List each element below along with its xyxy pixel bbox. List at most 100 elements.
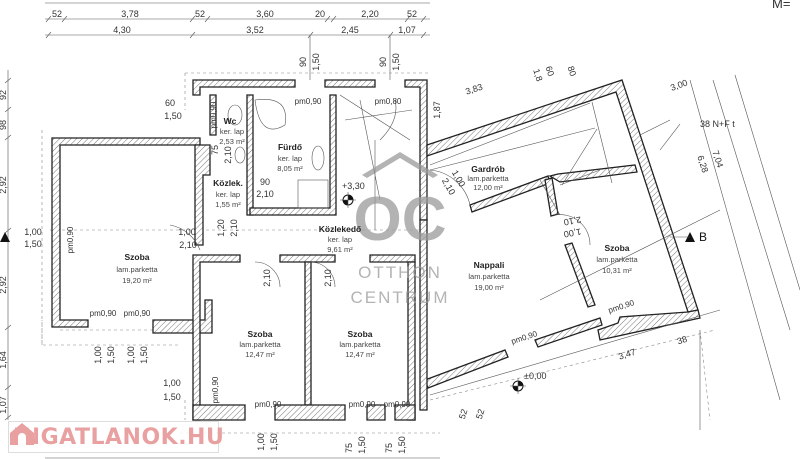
dim-label: 90 xyxy=(298,57,308,67)
door-mark: 60 xyxy=(165,98,175,108)
dim-label: 1,00 xyxy=(24,227,42,237)
dim-label: 3,83 xyxy=(464,82,484,97)
room-floor: lam.parketta xyxy=(596,255,638,264)
dim-label: 52 xyxy=(474,408,487,421)
dim-label: 1,50 xyxy=(391,53,401,71)
dim-label: 1,00 xyxy=(93,346,103,364)
room-area: 12,47 m² xyxy=(245,350,275,359)
opening-label: pm0,90 xyxy=(349,400,376,409)
dim-label: 6,28 xyxy=(695,154,710,174)
door-mark: 1,00 xyxy=(178,227,196,237)
room-floor: ker. lap xyxy=(278,154,302,163)
watermark-line1: OTTHON xyxy=(358,263,442,282)
dim-label: 1,50 xyxy=(24,239,42,249)
dim-label: 20 xyxy=(315,9,325,19)
dim-label: 3,00 xyxy=(669,77,689,92)
room-floor: lam.parketta xyxy=(239,340,281,349)
dim-label: 1,00 xyxy=(256,433,266,451)
room-name: Fürdő xyxy=(278,142,302,152)
dim-label: 75 xyxy=(344,443,354,453)
dim-label: 1,64 xyxy=(0,351,8,369)
opening-label: pm0,90 xyxy=(510,329,539,346)
door-mark: 75 xyxy=(210,145,220,155)
dim-label: 80 xyxy=(566,65,579,78)
room-floor: ker. lap xyxy=(328,235,352,244)
dim-label: 7,04 xyxy=(710,149,725,169)
bottom-dimensions: 1,00 1,50 1,00 1,50 1,00 1,50 1,00 1,50 … xyxy=(93,346,407,454)
dim-label: 52 xyxy=(195,9,205,19)
dim-label: 60 xyxy=(544,65,557,78)
dim-label: 3,52 xyxy=(246,25,264,35)
ingatlanok-badge: INGATLANOK.HU xyxy=(8,421,224,453)
room-area: 12,00 m² xyxy=(473,183,503,192)
room-name: Közlek. xyxy=(213,178,243,188)
room-area: 1,55 m² xyxy=(215,200,241,209)
opening-label: pm0,90 xyxy=(295,97,322,106)
top-dimensions: 52 3,78 52 3,60 20 2,20 52 4,30 3,52 2,4… xyxy=(52,9,417,71)
dim-label: 75 xyxy=(384,443,394,453)
room-name: Nappali xyxy=(474,260,505,270)
room-area: 19,20 m² xyxy=(122,276,152,285)
dim-label: 3,47 xyxy=(617,347,637,362)
opening-label: pm0,90 xyxy=(607,298,636,315)
dim-label: 1,50 xyxy=(311,53,321,71)
walls xyxy=(51,79,701,421)
room-area: 2,53 m² xyxy=(219,137,245,146)
room-area: 19,00 m² xyxy=(474,283,504,292)
door-mark: 2,10 xyxy=(323,269,333,287)
dim-label: 1,50 xyxy=(106,346,116,364)
right-dimensions: 3,83 1,87 3,00 6,28 7,04 1,8 60 80 3,47 … xyxy=(432,65,725,421)
room-name: Szoba xyxy=(124,252,149,262)
level-ground-label: ±0,00 xyxy=(524,371,546,381)
room-name: Közlekedő xyxy=(319,224,362,234)
dim-label: 2,45 xyxy=(341,25,359,35)
dim-label: 1,00 xyxy=(163,378,181,388)
door-mark: 1,50 xyxy=(164,111,182,121)
level-marker-ground-icon xyxy=(510,378,526,394)
fixtures xyxy=(169,74,800,430)
opening-label: pm0,90 xyxy=(66,226,75,253)
door-mark: 1,20 xyxy=(216,219,226,237)
section-marker-left xyxy=(0,232,10,242)
dim-label: 3,78 xyxy=(121,9,139,19)
level-marker-upper-icon xyxy=(340,192,356,208)
dimension-lines xyxy=(4,2,440,459)
door-mark: 1,00 xyxy=(563,227,582,240)
dim-label: 52 xyxy=(407,9,417,19)
dim-label: 1,07 xyxy=(0,396,8,414)
dim-label: 1,50 xyxy=(139,346,149,364)
room-floor: lam.parketta xyxy=(467,174,509,183)
room-area: 10,31 m² xyxy=(602,266,632,275)
dim-label: 90 xyxy=(378,57,388,67)
opening-label: pm0,90 xyxy=(124,309,151,318)
room-name: Wc xyxy=(224,116,237,126)
door-mark: 2,10 xyxy=(262,269,272,287)
site-badge-text: INGATLANOK.HU xyxy=(13,424,225,450)
room-area: 12,47 m² xyxy=(345,350,375,359)
door-mark: 2,10 xyxy=(229,219,239,237)
dim-label: 1,8 xyxy=(531,68,544,83)
room-szoba-1: Szoba lam.parketta 19,20 m² xyxy=(116,252,158,285)
otthon-centrum-watermark: OC OTTHON CENTRUM xyxy=(351,152,448,307)
opening-label: pm0,90 xyxy=(90,309,117,318)
room-name: Szoba xyxy=(604,243,629,253)
dim-label: 4,30 xyxy=(113,25,131,35)
dim-label: 1,00 xyxy=(126,346,136,364)
room-area: 9,61 m² xyxy=(327,245,353,254)
opening-label: pm0,80 xyxy=(375,97,402,106)
roof-note: 38 N+F t xyxy=(700,119,735,129)
dim-label: 1,87 xyxy=(432,101,442,119)
room-floor: ker. lap xyxy=(220,127,244,136)
room-name: Szoba xyxy=(247,329,272,339)
room-floor: lam.parketta xyxy=(116,265,158,274)
dim-label: 2,92 xyxy=(0,276,8,294)
